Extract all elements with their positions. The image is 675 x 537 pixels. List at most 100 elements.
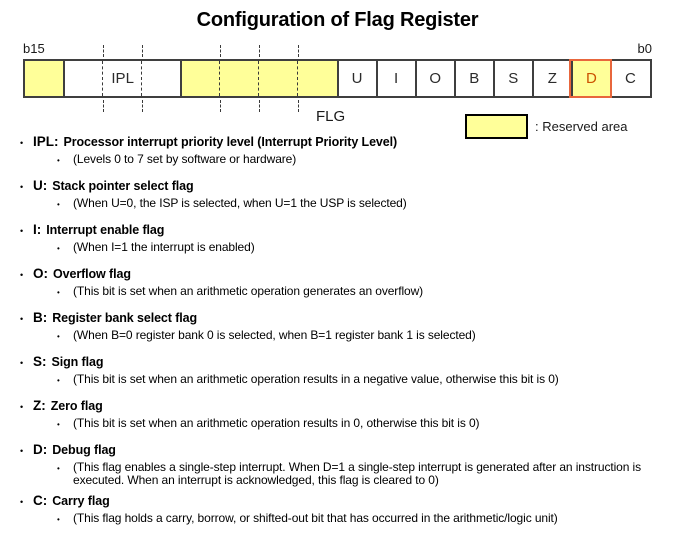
flag-item-u: • U: Stack pointer select flag • (When U…	[0, 178, 675, 211]
cell-divider	[415, 61, 417, 96]
cell-divider	[63, 61, 65, 96]
cell-divider	[493, 61, 495, 96]
flag-prefix: C:	[33, 493, 48, 508]
bullet-icon: •	[57, 464, 60, 473]
flag-name: Overflow flag	[53, 267, 131, 281]
cell-divider	[610, 61, 612, 96]
flag-description-text: (Levels 0 to 7 set by software or hardwa…	[73, 152, 297, 166]
bullet-icon: •	[57, 515, 60, 524]
flag-name: Register bank select flag	[52, 311, 198, 325]
bit-cell-z: Z	[547, 70, 557, 87]
cell-divider-dashed	[102, 61, 103, 96]
cell-divider	[180, 61, 182, 96]
bullet-icon: •	[57, 376, 60, 385]
flag-description-text: (When U=0, the ISP is selected, when U=1…	[73, 196, 407, 210]
flag-description: • (When I=1 the interrupt is enabled)	[0, 241, 675, 255]
flag-name: Zero flag	[50, 399, 103, 413]
bullet-icon: •	[20, 226, 24, 236]
dashed-tick	[298, 45, 299, 57]
flag-head: • Z: Zero flag	[0, 398, 675, 415]
bullet-icon: •	[20, 402, 24, 412]
ipl-cell	[142, 61, 181, 96]
dashed-tick	[298, 100, 299, 112]
bullet-icon: •	[57, 420, 60, 429]
bit15-label: b15	[23, 41, 45, 56]
bit-cell-c: C	[625, 70, 636, 87]
flag-item-s: • S: Sign flag • (This bit is set when a…	[0, 354, 675, 387]
flag-head: • IPL: Processor interrupt priority leve…	[0, 134, 675, 151]
bit-cell-i: I	[394, 70, 399, 87]
page-title: Configuration of Flag Register	[196, 9, 479, 31]
flag-description: • (This flag enables a single-step inter…	[0, 461, 675, 487]
flag-name: Carry flag	[52, 494, 110, 508]
flag-prefix: B:	[33, 310, 48, 325]
bullet-icon: •	[20, 497, 24, 507]
flag-item-i: • I: Interrupt enable flag • (When I=1 t…	[0, 222, 675, 255]
flag-item-ipl: • IPL: Processor interrupt priority leve…	[0, 134, 675, 167]
flag-description-text: (This flag holds a carry, borrow, or shi…	[73, 511, 558, 525]
flag-description: • (This flag holds a carry, borrow, or s…	[0, 512, 675, 526]
cell-divider	[571, 61, 573, 96]
flag-description-text: (This bit is set when an arithmetic oper…	[73, 284, 424, 298]
bullet-icon: •	[20, 314, 24, 324]
flag-description-list: • IPL: Processor interrupt priority leve…	[0, 134, 675, 537]
flag-item-b: • B: Register bank select flag • (When B…	[0, 310, 675, 343]
flag-description-text: (When I=1 the interrupt is enabled)	[73, 240, 255, 254]
flag-item-c: • C: Carry flag • (This flag holds a car…	[0, 493, 675, 526]
flag-name: Processor interrupt priority level (Inte…	[63, 135, 398, 149]
reserved-cell	[181, 61, 221, 96]
flag-description: • (Levels 0 to 7 set by software or hard…	[0, 153, 675, 167]
flag-head: • B: Register bank select flag	[0, 310, 675, 327]
flag-description: • (When U=0, the ISP is selected, when U…	[0, 197, 675, 211]
dashed-tick	[103, 45, 104, 57]
bullet-icon: •	[20, 358, 24, 368]
cell-divider	[376, 61, 378, 96]
flag-description-text: (This flag enables a single-step interru…	[73, 460, 642, 487]
flag-head: • U: Stack pointer select flag	[0, 178, 675, 195]
cell-divider-dashed	[141, 61, 142, 96]
flag-prefix: U:	[33, 178, 48, 193]
bit-cell-b: B	[469, 70, 480, 87]
cell-divider	[454, 61, 456, 96]
reserved-cell	[298, 61, 338, 96]
ipl-cell	[64, 61, 103, 96]
reserved-cell	[220, 61, 260, 96]
flag-prefix: Z:	[33, 398, 46, 413]
flag-prefix: IPL:	[33, 134, 59, 149]
ipl-cell: IPL	[103, 61, 142, 96]
bullet-icon: •	[57, 244, 60, 253]
flag-prefix: I:	[33, 222, 42, 237]
bit-cell-o: O	[429, 70, 441, 87]
flag-item-d: • D: Debug flag • (This flag enables a s…	[0, 442, 675, 487]
dashed-tick	[220, 45, 221, 57]
bullet-icon: •	[20, 182, 24, 192]
cell-divider-dashed	[219, 61, 220, 96]
flag-description: • (This bit is set when an arithmetic op…	[0, 373, 675, 387]
dashed-tick	[259, 100, 260, 112]
reserved-cell-b15	[25, 61, 65, 96]
dashed-tick	[142, 45, 143, 57]
flag-description: • (This bit is set when an arithmetic op…	[0, 285, 675, 299]
register-name-label: FLG	[316, 108, 346, 125]
flag-prefix: S:	[33, 354, 47, 369]
flag-item-z: • Z: Zero flag • (This bit is set when a…	[0, 398, 675, 431]
dashed-tick	[220, 100, 221, 112]
flag-head: • O: Overflow flag	[0, 266, 675, 283]
dashed-tick	[142, 100, 143, 112]
cell-divider	[337, 61, 339, 96]
flag-prefix: O:	[33, 266, 48, 281]
reserved-cell	[259, 61, 299, 96]
dashed-tick	[103, 100, 104, 112]
cell-divider	[532, 61, 534, 96]
bullet-icon: •	[20, 446, 24, 456]
flag-name: Stack pointer select flag	[52, 179, 194, 193]
bullet-icon: •	[57, 200, 60, 209]
flag-description-text: (When B=0 register bank 0 is selected, w…	[73, 328, 476, 342]
cell-divider-dashed	[258, 61, 259, 96]
ipl-label: IPL	[111, 70, 134, 87]
legend-label: : Reserved area	[535, 119, 628, 134]
flag-prefix: D:	[33, 442, 48, 457]
flag-description-text: (This bit is set when an arithmetic oper…	[73, 372, 559, 386]
flag-head: • S: Sign flag	[0, 354, 675, 371]
flag-register-diagram: IPL U I O B S Z D C	[23, 59, 652, 98]
